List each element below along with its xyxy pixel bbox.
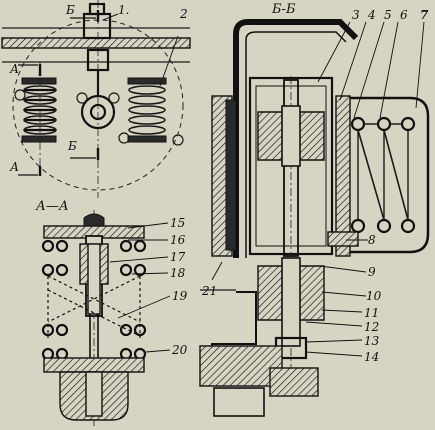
callout-18: 18: [170, 266, 186, 280]
callout-2: 2: [179, 7, 188, 21]
section-a-a-view: А—А: [35, 199, 188, 426]
callout-9: 9: [368, 265, 376, 279]
base-bracket: [199, 345, 283, 387]
callout-1: 1.: [118, 3, 129, 17]
callout-17: 17: [170, 250, 186, 264]
callout-21: 21: [201, 284, 217, 298]
callout-20: 20: [171, 343, 188, 357]
callout-15: 15: [170, 216, 185, 230]
section-a-mark-top: А: [9, 62, 19, 76]
section-a-a-title: А—А: [35, 199, 69, 214]
section-b-mark-bottom: Б: [67, 139, 77, 153]
callout-19: 19: [172, 289, 188, 303]
callout-4: 4: [367, 8, 376, 22]
callout-14: 14: [364, 350, 379, 364]
upper-coils: [41, 239, 147, 277]
callout-7: 7: [420, 8, 429, 22]
callout-10: 10: [366, 289, 382, 303]
right-spring: [118, 77, 184, 146]
section-a-mark-bottom: А: [9, 160, 19, 174]
left-spring: [14, 77, 57, 143]
front-view: А А Б Б 1. 2: [1, 0, 191, 198]
section-b-b-title: Б-Б: [271, 2, 296, 17]
callout-13: 13: [364, 334, 380, 348]
callout-5: 5: [384, 8, 392, 22]
callout-11: 11: [364, 306, 379, 320]
callout-16: 16: [170, 233, 186, 247]
bottom-plate: [43, 357, 145, 373]
section-b-b-view: Б-Б: [199, 2, 430, 417]
callout-8: 8: [368, 233, 376, 247]
callout-3: 3: [352, 8, 360, 22]
callout-12: 12: [364, 320, 379, 334]
callout-6: 6: [400, 8, 408, 22]
section-b-mark-top: Б: [65, 3, 75, 17]
frame-beam: [1, 37, 191, 49]
